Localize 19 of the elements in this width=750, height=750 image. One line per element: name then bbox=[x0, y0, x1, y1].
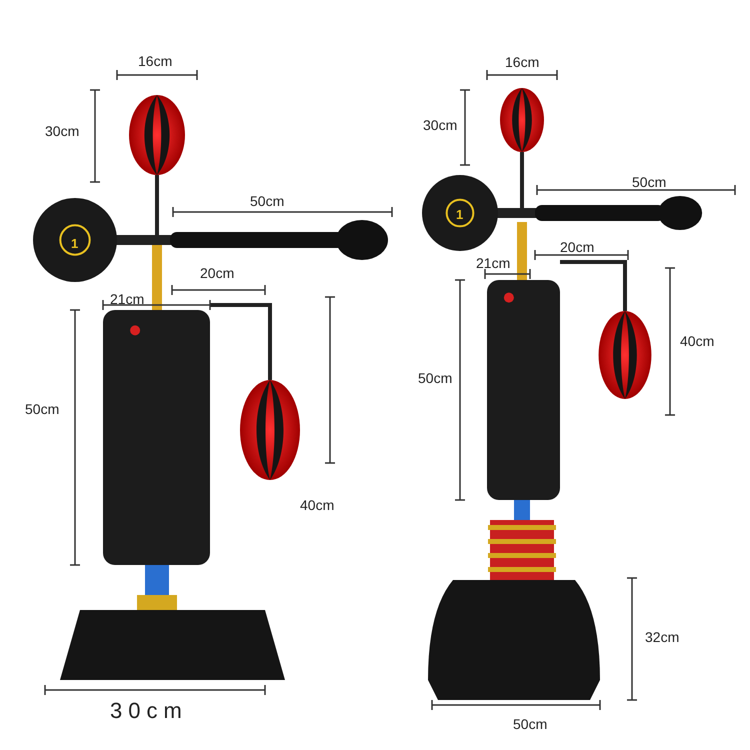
dimension-label: 50cm bbox=[632, 175, 666, 189]
dimension-label: 21cm bbox=[476, 256, 510, 270]
dimension-label: 30cm bbox=[423, 118, 458, 132]
dimension-label: 50cm bbox=[418, 371, 452, 385]
dimension-label: 20cm bbox=[200, 266, 234, 280]
dimension-label: 30cm bbox=[45, 124, 80, 138]
dimension-label: 16cm bbox=[505, 55, 540, 69]
pad-number: 1 bbox=[71, 237, 78, 250]
dimension-label: 50cm bbox=[25, 402, 60, 416]
dimension-label: 16cm bbox=[138, 54, 172, 68]
dimension-label: 50cm bbox=[513, 717, 548, 731]
dimension-label: 32cm bbox=[645, 630, 680, 644]
pad-number: 1 bbox=[456, 208, 464, 221]
dimension-label: 20cm bbox=[560, 240, 594, 254]
dimension-label: 50cm bbox=[250, 194, 284, 208]
dimension-label: 21cm bbox=[110, 292, 144, 306]
dimension-label: 30cm bbox=[110, 700, 188, 722]
dimension-label: 40cm bbox=[300, 498, 334, 512]
dimension-label: 40cm bbox=[680, 334, 714, 348]
